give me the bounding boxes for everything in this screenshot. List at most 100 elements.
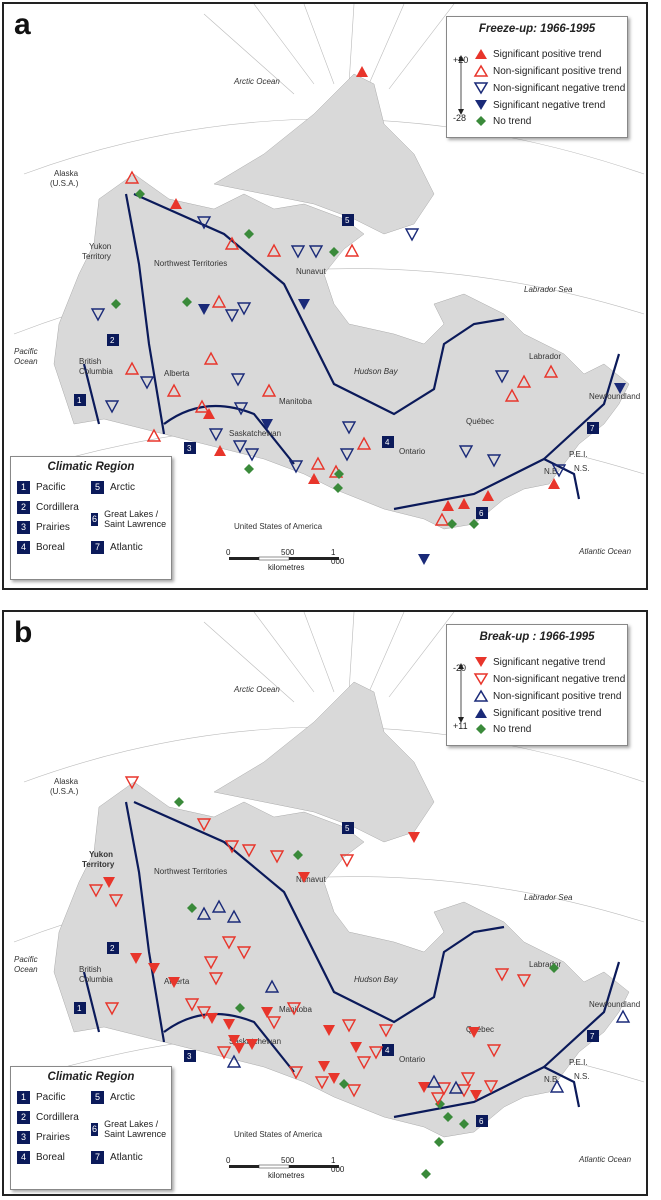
svg-text:Hudson Bay: Hudson Bay	[354, 975, 399, 984]
station-marker	[504, 388, 520, 402]
station-marker	[356, 436, 372, 450]
svg-text:Yukon: Yukon	[89, 850, 113, 859]
station-marker	[194, 399, 210, 413]
station-marker	[196, 906, 212, 920]
svg-text:Northwest Territories: Northwest Territories	[154, 867, 227, 876]
svg-text:Newfoundland: Newfoundland	[589, 1000, 640, 1009]
station-markers-a	[90, 66, 626, 565]
trend-legend-a: Freeze-up: 1966-1995 +20 -28 Significant…	[446, 16, 628, 138]
station-marker	[235, 1003, 245, 1013]
trend-legend-b: Break-up : 1966-1995 -20 +11 Significant…	[446, 624, 628, 746]
station-marker	[290, 245, 306, 259]
legend-item-label: Significant positive trend	[493, 708, 602, 719]
station-marker	[266, 243, 282, 257]
svg-text:Québec: Québec	[466, 417, 494, 426]
station-marker	[356, 1056, 372, 1070]
legend-item-label: No trend	[493, 116, 532, 127]
station-marker	[293, 850, 303, 860]
station-marker	[516, 374, 532, 388]
arctic-islands	[213, 681, 435, 843]
station-marker	[459, 1119, 469, 1129]
station-marker	[486, 1044, 502, 1058]
station-marker	[203, 351, 219, 365]
place-labels: Arctic Ocean Alaska (U.S.A.) Yukon Terri…	[14, 77, 640, 556]
station-marker	[196, 818, 212, 832]
svg-text:British: British	[79, 965, 101, 974]
svg-text:2: 2	[110, 944, 115, 953]
station-marker	[198, 304, 210, 315]
svg-text:Ontario: Ontario	[399, 447, 426, 456]
range-bottom-a: -28	[453, 113, 467, 123]
station-marker	[104, 1002, 120, 1016]
map-panel-break-up: Arctic Ocean Alaska (U.S.A.) Yukon Terri…	[2, 610, 648, 1196]
station-marker	[223, 1019, 235, 1030]
station-markers-b	[88, 776, 631, 1179]
svg-text:5: 5	[345, 216, 350, 225]
station-marker	[203, 956, 219, 970]
svg-text:Yukon: Yukon	[89, 242, 111, 251]
station-marker	[196, 216, 212, 230]
station-marker	[494, 370, 510, 384]
canada-landmass	[53, 173, 630, 530]
station-marker	[124, 361, 140, 375]
station-marker	[166, 383, 182, 397]
station-marker	[288, 1066, 304, 1080]
svg-text:Québec: Québec	[466, 1025, 494, 1034]
range-top-a: +20	[453, 55, 469, 65]
svg-text:(U.S.A.): (U.S.A.)	[50, 179, 79, 188]
legend-title-b: Break-up : 1966-1995	[479, 631, 595, 643]
station-marker	[308, 245, 324, 259]
svg-text:Nunavut: Nunavut	[296, 267, 327, 276]
station-marker	[458, 445, 474, 459]
station-marker	[436, 1082, 452, 1096]
station-marker	[516, 974, 532, 988]
svg-text:3: 3	[187, 1052, 192, 1061]
station-marker	[549, 1079, 565, 1093]
legend-symbols-b	[458, 657, 489, 734]
station-marker	[483, 1080, 499, 1094]
region-number-markers: 5 2 1 3 4 6 7	[74, 822, 599, 1127]
nonsig-positive-icon	[473, 64, 489, 77]
station-marker	[224, 236, 240, 250]
legend-item-label: Non-significant negative trend	[493, 674, 626, 685]
range-top-b: -20	[453, 663, 467, 673]
svg-text:3: 3	[187, 444, 192, 453]
nonsig-positive-icon	[473, 689, 489, 702]
station-marker	[339, 1079, 349, 1089]
svg-text:Columbia: Columbia	[79, 975, 113, 984]
station-marker	[418, 1082, 430, 1093]
station-marker	[124, 776, 140, 790]
svg-text:Ontario: Ontario	[399, 1055, 426, 1064]
legend-title-a: Freeze-up: 1966-1995	[478, 23, 596, 35]
station-marker	[318, 1061, 330, 1072]
station-marker	[261, 1007, 273, 1018]
sig-positive-icon	[475, 49, 487, 59]
svg-text:1: 1	[77, 1004, 82, 1013]
station-marker	[448, 1080, 464, 1094]
nonsig-negative-icon	[473, 673, 489, 686]
station-marker	[482, 490, 494, 501]
svg-text:2: 2	[110, 336, 115, 345]
station-marker	[548, 478, 560, 489]
svg-text:P.E.I.: P.E.I.	[569, 450, 588, 459]
station-marker	[184, 998, 200, 1012]
station-marker	[344, 243, 360, 257]
station-marker	[111, 299, 121, 309]
station-marker	[323, 1025, 335, 1036]
svg-text:British: British	[79, 357, 101, 366]
region-number-markers: 5 2 1 3 4 6 7	[74, 214, 599, 519]
station-marker	[469, 519, 479, 529]
station-marker	[339, 448, 355, 462]
station-marker	[168, 977, 180, 988]
station-marker	[404, 228, 420, 242]
svg-text:Arctic Ocean: Arctic Ocean	[233, 685, 280, 694]
svg-text:Columbia: Columbia	[79, 367, 113, 376]
svg-text:Arctic Ocean: Arctic Ocean	[233, 77, 280, 86]
station-marker	[333, 483, 343, 493]
station-marker	[434, 1137, 444, 1147]
station-marker	[228, 1035, 240, 1046]
station-marker	[139, 376, 155, 390]
station-marker	[269, 850, 285, 864]
station-marker	[346, 1084, 362, 1098]
